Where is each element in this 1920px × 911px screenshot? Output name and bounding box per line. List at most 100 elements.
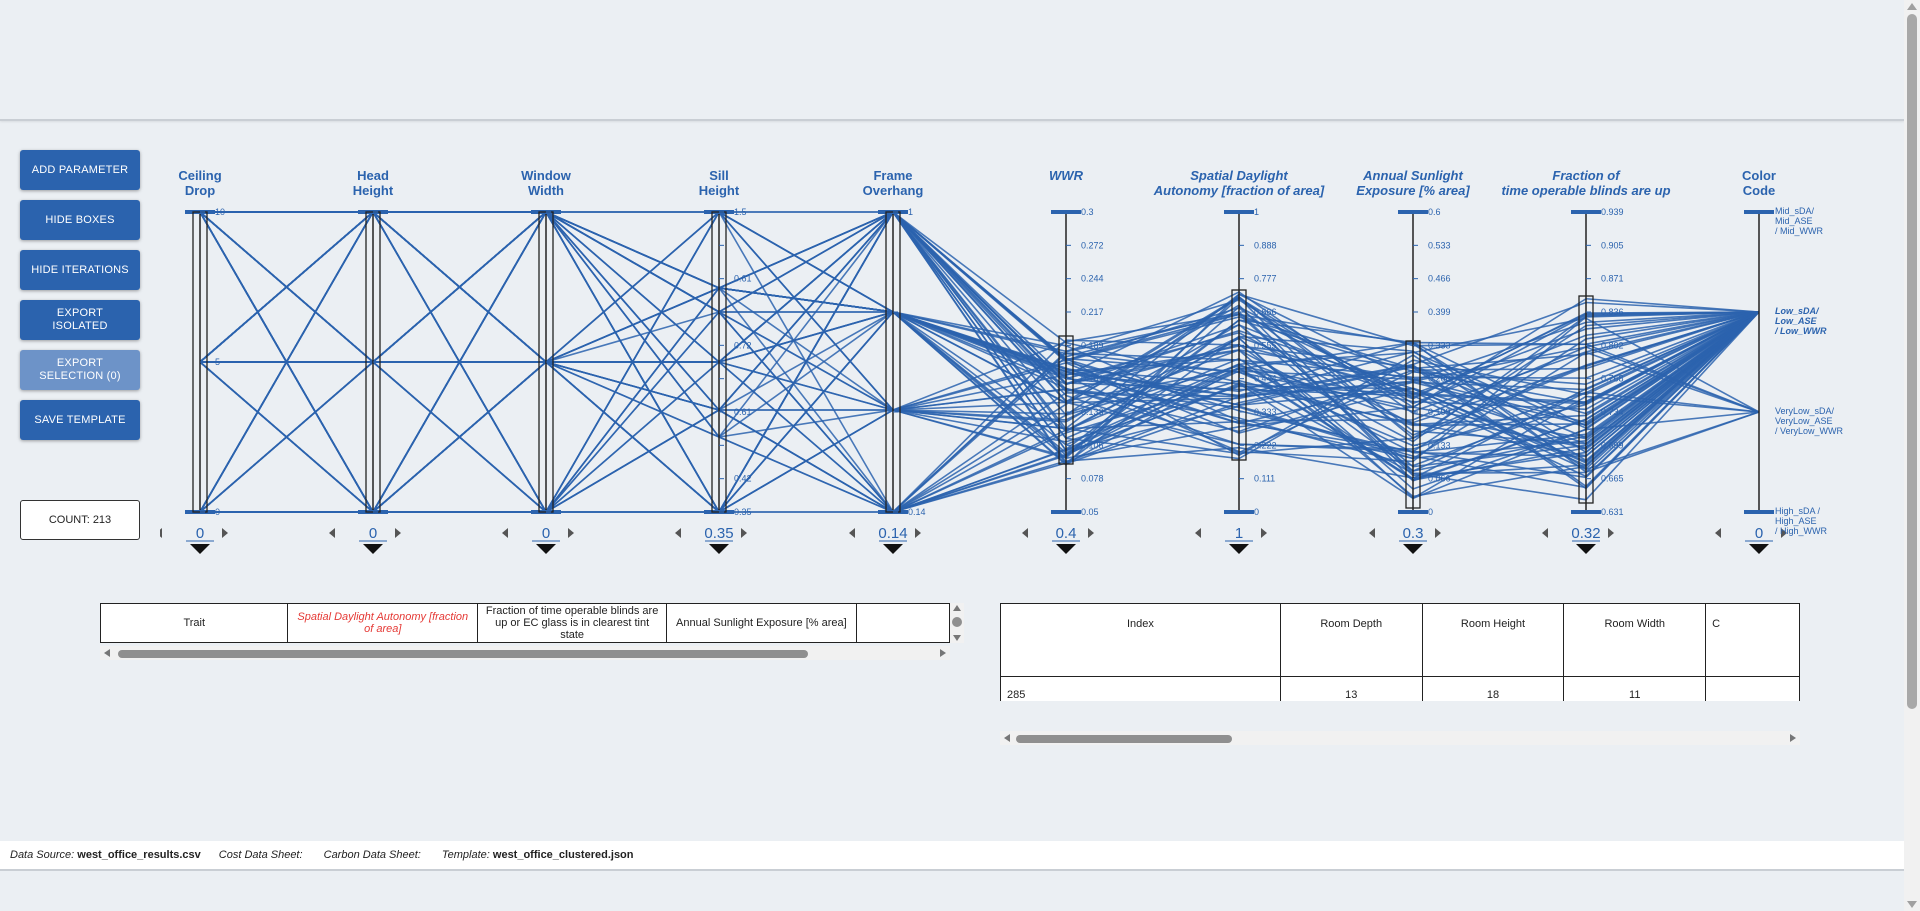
column-header-index[interactable]: Index <box>1000 603 1281 677</box>
dropdown-caret-icon[interactable] <box>536 544 556 554</box>
tick-label: 1 <box>1254 207 1259 217</box>
axis-value[interactable]: 0.3 <box>1403 525 1424 542</box>
export-isolated-button[interactable]: EXPORT ISOLATED <box>20 300 140 340</box>
dropdown-caret-icon[interactable] <box>1576 544 1596 554</box>
trait-header-blinds[interactable]: Fraction of time operable blinds are up … <box>477 603 668 643</box>
increment-arrow-icon[interactable] <box>741 528 747 538</box>
decrement-arrow-icon[interactable] <box>1369 528 1375 538</box>
trait-header-sda[interactable]: Spatial Daylight Autonomy [fraction of a… <box>287 603 479 643</box>
brush-box[interactable] <box>1058 335 1074 465</box>
increment-arrow-icon[interactable] <box>568 528 574 538</box>
table-row[interactable]: 285 13 18 11 <box>1000 676 1800 701</box>
axis-value[interactable]: 1 <box>1235 525 1243 542</box>
decrement-arrow-icon[interactable] <box>502 528 508 538</box>
tick-label: 0.333 <box>1254 407 1277 417</box>
data-source-value: west_office_results.csv <box>77 849 201 861</box>
hide-iterations-button[interactable]: HIDE ITERATIONS <box>20 250 140 290</box>
axis-value[interactable]: 0.4 <box>1056 525 1077 542</box>
page-scrollbar[interactable] <box>1904 0 1920 911</box>
axis-value[interactable]: 0 <box>196 525 204 542</box>
scroll-left-icon[interactable] <box>104 649 110 657</box>
page-scrollbar-thumb[interactable] <box>1907 14 1917 709</box>
decrement-arrow-icon[interactable] <box>1542 528 1548 538</box>
decrement-arrow-icon[interactable] <box>160 528 162 538</box>
scroll-thumb[interactable] <box>1016 735 1232 743</box>
scroll-down-icon[interactable] <box>953 635 961 641</box>
decrement-arrow-icon[interactable] <box>1022 528 1028 538</box>
column-header-room-height[interactable]: Room Height <box>1421 603 1565 677</box>
dropdown-caret-icon[interactable] <box>1749 544 1769 554</box>
increment-arrow-icon[interactable] <box>1435 528 1441 538</box>
trait-header-ase[interactable]: Annual Sunlight Exposure [% area] <box>666 603 857 643</box>
column-header-partial[interactable]: C <box>1705 603 1800 677</box>
increment-arrow-icon[interactable] <box>915 528 921 538</box>
axis-5[interactable]: WWR0.30.2720.2440.2170.1890.1610.1330.10… <box>1022 168 1104 554</box>
decrement-arrow-icon[interactable] <box>675 528 681 538</box>
dropdown-caret-icon[interactable] <box>190 544 210 554</box>
tick-label: 0.189 <box>1081 340 1104 350</box>
dropdown-caret-icon[interactable] <box>1403 544 1423 554</box>
increment-arrow-icon[interactable] <box>395 528 401 538</box>
trait-header[interactable]: Trait <box>100 603 289 643</box>
save-template-button[interactable]: SAVE TEMPLATE <box>20 400 140 440</box>
trait-header-extra[interactable] <box>855 603 950 643</box>
axis-title: Height <box>699 183 740 198</box>
axis-value[interactable]: 0 <box>542 525 550 542</box>
trait-table-horizontal-scrollbar[interactable] <box>100 646 950 660</box>
axis-value[interactable]: 0.32 <box>1571 525 1600 542</box>
increment-arrow-icon[interactable] <box>222 528 228 538</box>
dropdown-caret-icon[interactable] <box>363 544 383 554</box>
trait-table-vertical-scrollbar[interactable] <box>950 603 964 643</box>
hide-boxes-button[interactable]: HIDE BOXES <box>20 200 140 240</box>
scroll-thumb[interactable] <box>118 650 808 658</box>
color-code-label: / High_WWR <box>1775 526 1828 536</box>
scroll-up-arrow-icon[interactable] <box>1907 3 1917 10</box>
tick-label: 1 <box>908 207 913 217</box>
scroll-left-icon[interactable] <box>1004 734 1010 742</box>
axis-value[interactable]: 0.14 <box>878 525 907 542</box>
tick-label: 0.399 <box>1428 307 1451 317</box>
increment-arrow-icon[interactable] <box>1781 528 1787 538</box>
dropdown-caret-icon[interactable] <box>1229 544 1249 554</box>
dropdown-caret-icon[interactable] <box>883 544 903 554</box>
increment-arrow-icon[interactable] <box>1261 528 1267 538</box>
axis-value[interactable]: 0.35 <box>704 525 733 542</box>
data-table-horizontal-scrollbar[interactable] <box>1000 731 1800 745</box>
brush-box[interactable] <box>1231 289 1247 461</box>
scroll-right-icon[interactable] <box>940 649 946 657</box>
decrement-arrow-icon[interactable] <box>849 528 855 538</box>
add-parameter-button[interactable]: ADD PARAMETER <box>20 150 140 190</box>
scroll-right-icon[interactable] <box>1790 734 1796 742</box>
decrement-arrow-icon[interactable] <box>1195 528 1201 538</box>
brush-box[interactable] <box>1405 340 1421 509</box>
data-line <box>199 211 1760 514</box>
export-selection-button[interactable]: EXPORT SELECTION (0) <box>20 350 140 390</box>
decrement-arrow-icon[interactable] <box>1715 528 1721 538</box>
axis-value[interactable]: 0 <box>1755 525 1763 542</box>
decrement-arrow-icon[interactable] <box>329 528 335 538</box>
tick-label: 0.05 <box>1081 507 1099 517</box>
axis-value[interactable]: 0 <box>369 525 377 542</box>
brush-box[interactable] <box>1578 295 1594 504</box>
column-header-room-depth[interactable]: Room Depth <box>1279 603 1423 677</box>
increment-arrow-icon[interactable] <box>1608 528 1614 538</box>
column-header-room-width[interactable]: Room Width <box>1563 603 1707 677</box>
scroll-down-arrow-icon[interactable] <box>1907 901 1917 908</box>
scroll-up-icon[interactable] <box>953 605 961 611</box>
dropdown-caret-icon[interactable] <box>1056 544 1076 554</box>
tick-label: 0.61 <box>734 274 752 284</box>
tick-label: 0.133 <box>1081 407 1104 417</box>
increment-arrow-icon[interactable] <box>1088 528 1094 538</box>
dropdown-caret-icon[interactable] <box>709 544 729 554</box>
scroll-thumb[interactable] <box>952 617 962 627</box>
